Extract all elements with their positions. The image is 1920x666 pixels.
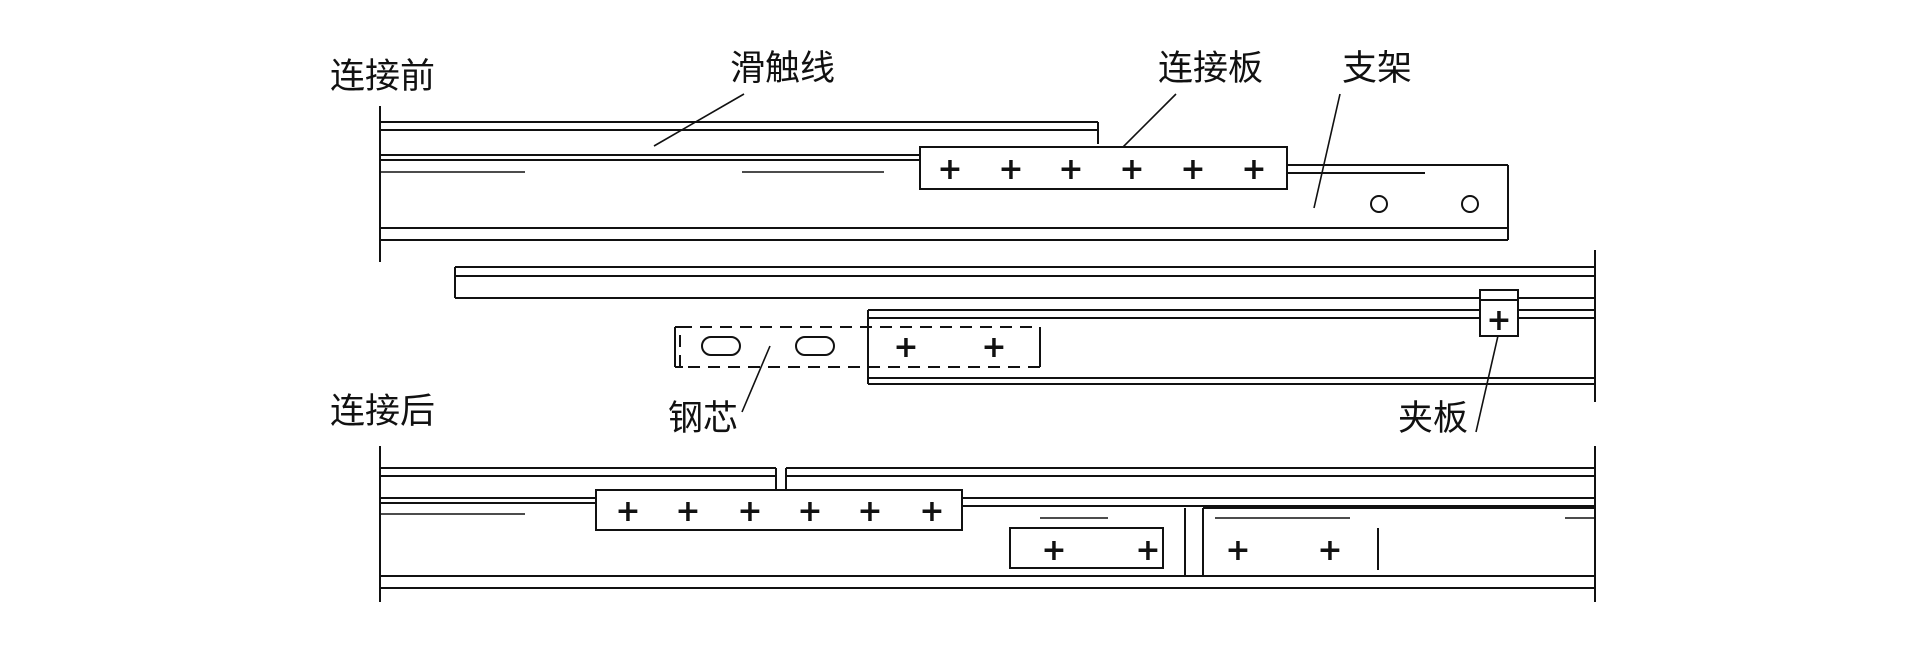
bolt-icon: + xyxy=(1225,533,1250,568)
bracket-hole xyxy=(1370,195,1388,213)
bolt-icon: + xyxy=(1486,303,1511,338)
bolt-icon: + xyxy=(937,152,962,187)
label-bracket: 支架 xyxy=(1342,49,1412,89)
label-after-connection: 连接后 xyxy=(330,392,435,432)
slot-hole xyxy=(795,336,835,356)
bolt-icon: + xyxy=(998,152,1023,187)
bolt-icon: + xyxy=(797,494,822,529)
bolt-icon: + xyxy=(1058,152,1083,187)
steel-core xyxy=(1009,527,1164,569)
bolt-icon: + xyxy=(737,494,762,529)
bolt-icon: + xyxy=(1180,152,1205,187)
label-trolley-wire: 滑触线 xyxy=(730,49,835,89)
bolt-icon: + xyxy=(1119,152,1144,187)
bolt-icon: + xyxy=(1041,533,1066,568)
connecting-plate xyxy=(595,489,963,531)
bolt-icon: + xyxy=(893,330,918,365)
rail-after-connection: + + + + + + + + + + xyxy=(379,446,1596,602)
label-clamp-plate: 夹板 xyxy=(1398,399,1468,439)
leader-trolley-wire xyxy=(653,93,745,147)
label-before-connection: 连接前 xyxy=(330,57,435,97)
bolt-icon: + xyxy=(1241,152,1266,187)
connecting-plate xyxy=(919,146,1288,190)
bolt-icon: + xyxy=(919,494,944,529)
slot-hole xyxy=(701,336,741,356)
bolt-icon: + xyxy=(615,494,640,529)
rail-before-connection: + + + + + + xyxy=(379,106,1509,262)
bracket-hole xyxy=(1461,195,1479,213)
bolt-icon: + xyxy=(981,330,1006,365)
label-connecting-plate: 连接板 xyxy=(1158,49,1263,89)
bolt-icon: + xyxy=(1135,533,1160,568)
label-steel-core: 钢芯 xyxy=(668,399,738,439)
bolt-icon: + xyxy=(1317,533,1342,568)
bolt-icon: + xyxy=(675,494,700,529)
bolt-icon: + xyxy=(857,494,882,529)
leader-bracket xyxy=(1313,93,1341,209)
leader-steel-core xyxy=(741,345,771,413)
leader-clamp-plate xyxy=(1475,326,1501,433)
rail-exploded-view: + + + xyxy=(454,250,1596,402)
clamp-plate xyxy=(1479,289,1519,337)
